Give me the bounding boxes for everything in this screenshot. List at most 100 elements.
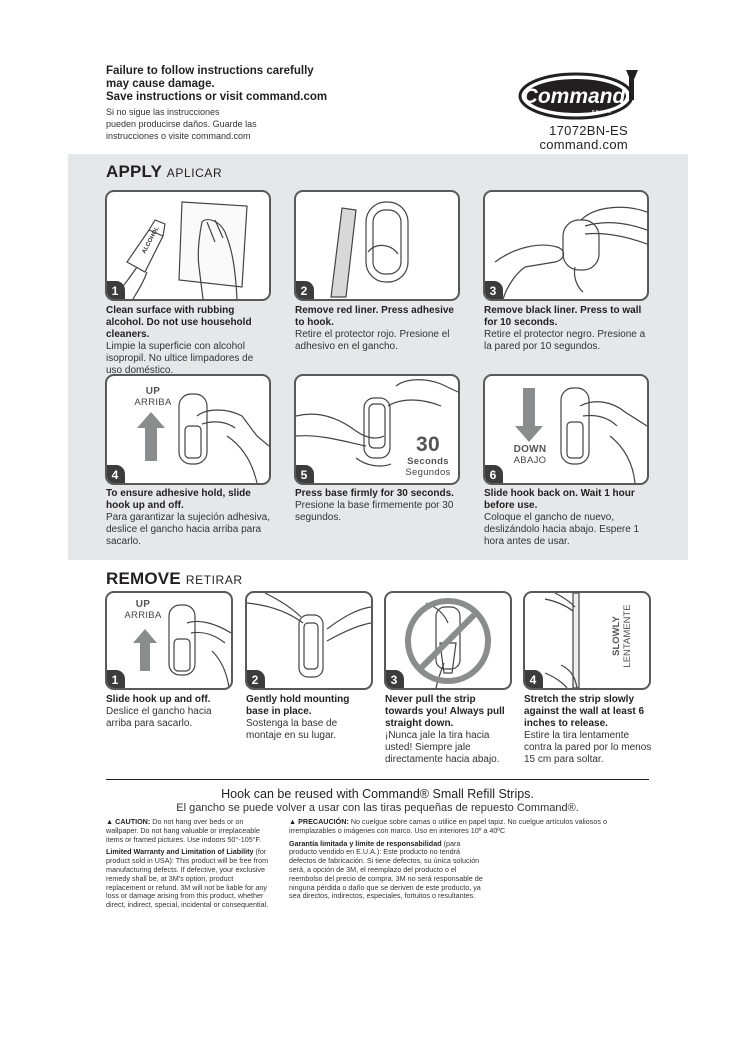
timer-value: 30 [416, 433, 440, 456]
slowly-label: SLOWLY LENTAMENTE [603, 599, 643, 677]
remove-step-3-caption: Never pull the strip towards you! Always… [385, 694, 513, 766]
step-number-badge: 5 [296, 465, 314, 483]
warning-line: Failure to follow instructions carefully [106, 65, 314, 77]
direction-label: UP ARRIBA [119, 599, 167, 621]
caption-spanish: ¡Nunca jale la tira hacia usted! Siempre… [385, 730, 500, 765]
apply-step-5-illustration: 30 Seconds Segundos 5 [294, 374, 460, 485]
remove-step-2-illustration: 2 [245, 591, 373, 690]
do-not-pull-icon [405, 598, 491, 688]
logo-wordmark: Command [523, 85, 627, 108]
apply-heading: APPLY APLICAR [106, 162, 222, 182]
caption-spanish: Retire el protector rojo. Presione el ad… [295, 329, 450, 352]
caption-spanish: Deslice el gancho hacia arriba para saca… [106, 706, 212, 729]
apply-step-3-illustration: 3 [483, 190, 649, 301]
warning-line: may cause damage. [106, 78, 215, 90]
apply-step-2-illustration: 2 [294, 190, 460, 301]
label-english: UP [145, 386, 161, 397]
label-english: DOWN [513, 444, 547, 455]
direction-label: UP ARRIBA [129, 386, 177, 408]
caption-english: Never pull the strip towards you! Always… [385, 694, 505, 729]
apply-step-5-caption: Press base firmly for 30 seconds. Presio… [295, 488, 460, 524]
caption-spanish: Estire la tira lentamente contra la pare… [524, 730, 652, 765]
label-english: UP [135, 599, 151, 610]
timer-unit-spanish: Segundos [405, 467, 451, 478]
english-fine-print: ▲ CAUTION: Do not hang over beds or on w… [106, 817, 271, 914]
footer-divider [106, 779, 649, 780]
label-spanish: ARRIBA [124, 610, 162, 621]
caption-english: Slide hook up and off. [106, 694, 211, 705]
remove-heading: REMOVE RETIRAR [106, 569, 243, 589]
caption-english: Gently hold mounting base in place. [246, 694, 350, 717]
step-number-badge: 2 [296, 281, 314, 299]
warning-line: instrucciones o visite command.com [106, 131, 251, 141]
garantia-text: (para producto vendido en E.U.A.): Este … [289, 838, 483, 901]
precaucion-title: PRECAUCIÓN: [298, 817, 349, 826]
product-sku: 17072BN-ES [549, 123, 628, 138]
step-number-badge: 2 [247, 670, 265, 688]
timer-unit-english: Seconds [407, 456, 449, 467]
stretch-strip-icon [544, 593, 580, 688]
label-spanish: ARRIBA [134, 397, 172, 408]
remove-step-3-illustration: 3 [384, 591, 512, 690]
caption-english: Remove red liner. Press adhesive to hook… [295, 305, 454, 328]
caption-english: Slide hook back on. Wait 1 hour before u… [484, 488, 635, 511]
reuse-note-english: Hook can be reused with Command® Small R… [221, 787, 534, 801]
remove-step-1-illustration: UP ARRIBA 1 [105, 591, 233, 690]
garantia-title: Garantía limitada y límite de responsabi… [289, 838, 442, 848]
alcohol-bottle-wipe-icon: ALCOHOL [114, 201, 248, 299]
press-base-icon [296, 379, 458, 467]
warning-line: Save instructions or visit command.com [106, 91, 328, 103]
precaucion-text: No cuelgue sobre camas o utilice en pape… [289, 817, 607, 835]
caution-text: Do not hang over beds or on wallpaper. D… [106, 817, 262, 844]
remove-title: REMOVE [106, 569, 181, 588]
caption-spanish: Presione la base firmemente por 30 segun… [295, 500, 454, 523]
apply-step-6-caption: Slide hook back on. Wait 1 hour before u… [484, 488, 649, 548]
step-number-badge: 4 [107, 465, 125, 483]
warning-english: Failure to follow instructions carefully… [106, 65, 406, 104]
hold-base-icon [247, 593, 371, 678]
reuse-note-spanish: El gancho se puede volver a usar con las… [176, 802, 579, 814]
prohibited-icon [405, 598, 491, 684]
warning-spanish: Si no sigue las instrucciones pueden pro… [106, 106, 406, 142]
caution-block: ▲ CAUTION: Do not hang over beds or on w… [106, 817, 271, 844]
step-number-badge: 1 [107, 670, 125, 688]
label-spanish: LENTAMENTE [622, 604, 633, 668]
hook-adhesive-icon [330, 201, 409, 298]
warning-line: pueden producirse daños. Guarde las [106, 119, 257, 129]
slide-up-icon [137, 393, 269, 483]
caption-english: Clean surface with rubbing alcohol. Do n… [106, 305, 252, 340]
command-brand-logo: Command BRAND [518, 66, 640, 122]
precaucion-block: ▲ PRECAUCIÓN: No cuelgue sobre camas o u… [289, 817, 649, 836]
caption-english: To ensure adhesive hold, slide hook up a… [106, 488, 251, 511]
slide-up-icon [133, 604, 231, 688]
caution-title: CAUTION: [115, 817, 151, 826]
caption-english: Remove black liner. Press to wall for 10… [484, 305, 642, 328]
caption-spanish: Retire el protector negro. Presione a la… [484, 329, 646, 352]
apply-step-1-illustration: ALCOHOL 1 [105, 190, 271, 301]
caption-spanish: Para garantizar la sujeción adhesiva, de… [106, 512, 270, 547]
slide-down-icon [515, 387, 647, 483]
apply-title: APPLY [106, 162, 162, 181]
apply-step-3-caption: Remove black liner. Press to wall for 10… [484, 305, 649, 353]
apply-step-2-caption: Remove red liner. Press adhesive to hook… [295, 305, 460, 353]
remove-step-1-caption: Slide hook up and off. Deslice el gancho… [106, 694, 234, 730]
vertical-text: SLOWLY LENTAMENTE [611, 601, 633, 671]
step-number-badge: 6 [485, 465, 503, 483]
spanish-fine-print: ▲ PRECAUCIÓN: No cuelgue sobre camas o u… [289, 817, 649, 905]
website-link[interactable]: command.com [539, 137, 628, 152]
warranty-text: (for product sold in USA): This product … [106, 847, 269, 910]
logo-brand-sub: BRAND [592, 109, 613, 114]
label-english: SLOWLY [611, 616, 622, 656]
caption-spanish: Coloque el gancho de nuevo, deslizándolo… [484, 512, 640, 547]
warning-triangle-icon: ▲ [106, 817, 116, 826]
apply-step-1-caption: Clean surface with rubbing alcohol. Do n… [106, 305, 271, 377]
arrow-down-icon [515, 388, 543, 442]
warranty-title: Limited Warranty and Limitation of Liabi… [106, 847, 254, 857]
warranty-block: Limited Warranty and Limitation of Liabi… [106, 847, 271, 910]
logo-badge: Command BRAND [518, 70, 638, 120]
caption-spanish: Sostenga la base de montaje en su lugar. [246, 718, 338, 741]
direction-label: DOWN ABAJO [505, 444, 555, 466]
product-code-block: 17072BN-ES command.com [539, 124, 628, 152]
warning-triangle-icon: ▲ [289, 817, 299, 826]
arrow-up-icon [137, 412, 165, 461]
